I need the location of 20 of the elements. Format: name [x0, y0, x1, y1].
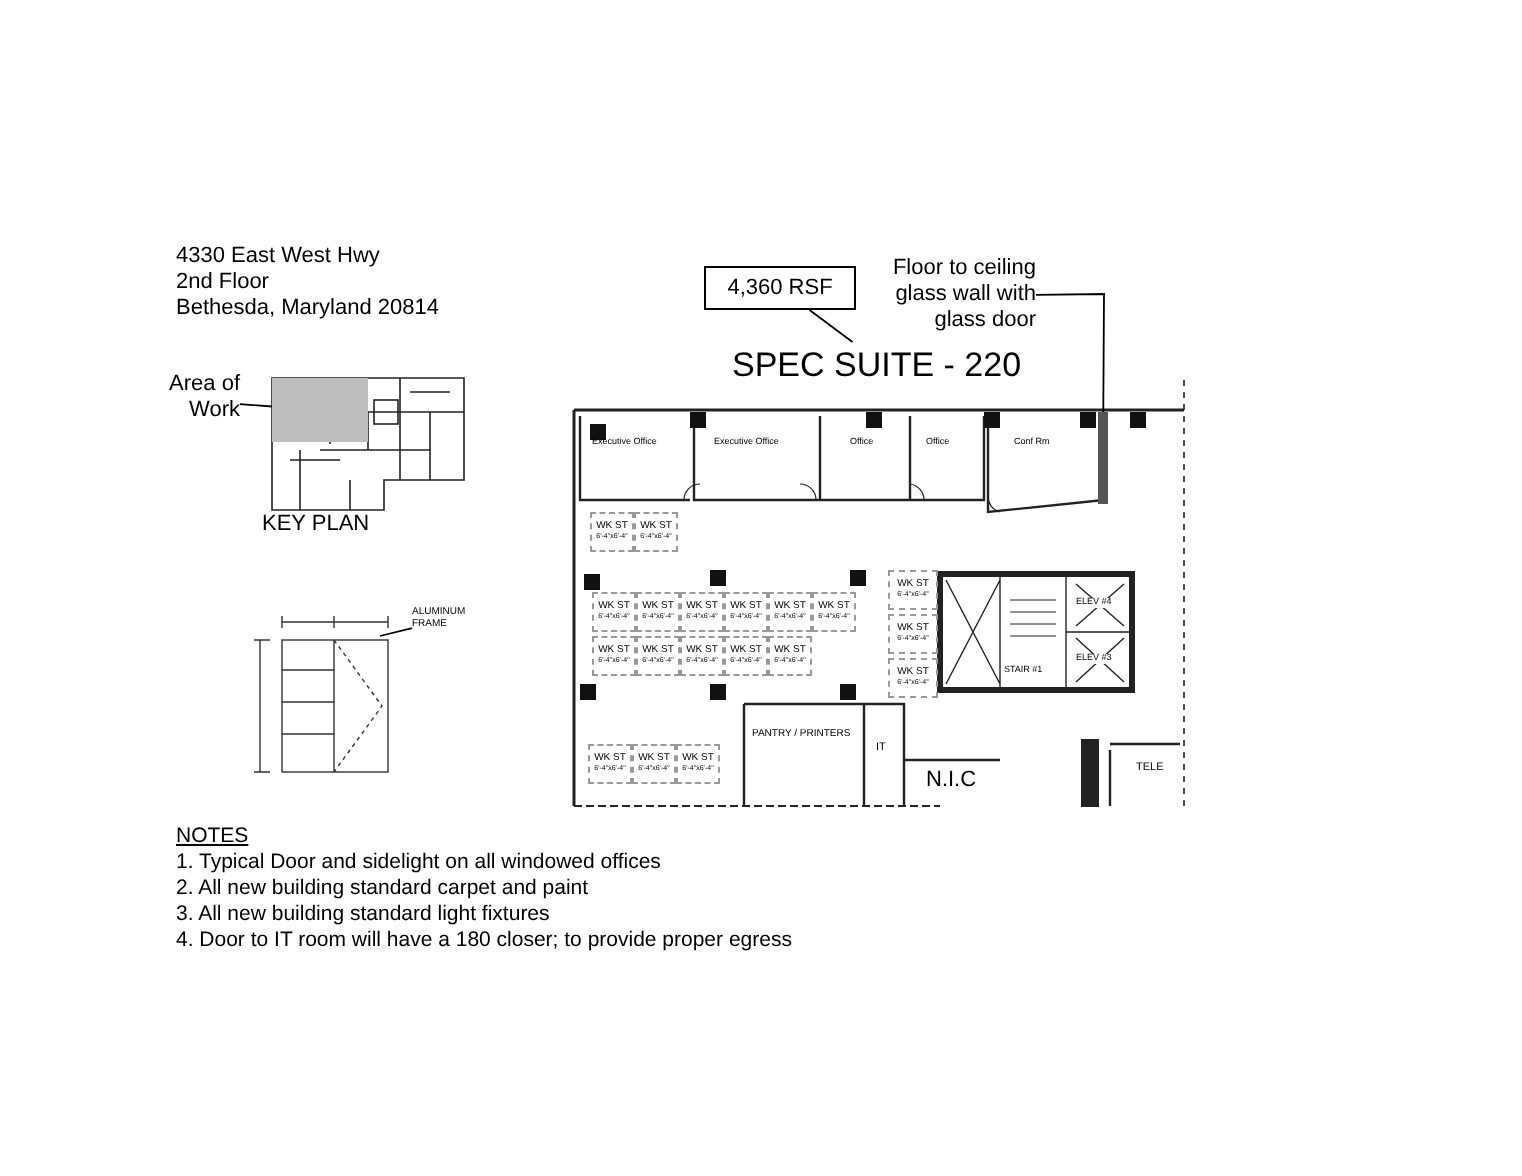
room-label: N.I.C [926, 770, 977, 792]
leader-line [1035, 293, 1105, 413]
highlighted-area [272, 378, 368, 442]
address-line: 2nd Floor [176, 272, 269, 294]
callout-note: Floor to ceiling glass wall with glass door [880, 256, 1036, 336]
suite-title: SPEC SUITE - 220 [732, 342, 1032, 386]
leader-line [808, 309, 854, 343]
callout-note: Area of Work [124, 372, 240, 428]
plan-title: KEY PLAN [262, 514, 370, 536]
note-text: 1. Typical Door and sidelight on all windowed offices [176, 852, 661, 873]
note-text: 3. All new building standard light fixtures [176, 904, 550, 925]
note-text: 4. Door to IT room will have a 180 closer; to provide proper egress [176, 930, 792, 951]
leader-line [239, 403, 273, 408]
notes-heading: NOTES [176, 826, 249, 847]
glass-wall [1098, 412, 1108, 504]
area-callout-box: 4,360 RSF [704, 266, 856, 310]
note-text: 2. All new building standard carpet and paint [176, 878, 589, 899]
leader-line [379, 627, 413, 637]
address-line: Bethesda, Maryland 20814 [176, 298, 439, 320]
address-line: 4330 East West Hwy [176, 246, 380, 268]
